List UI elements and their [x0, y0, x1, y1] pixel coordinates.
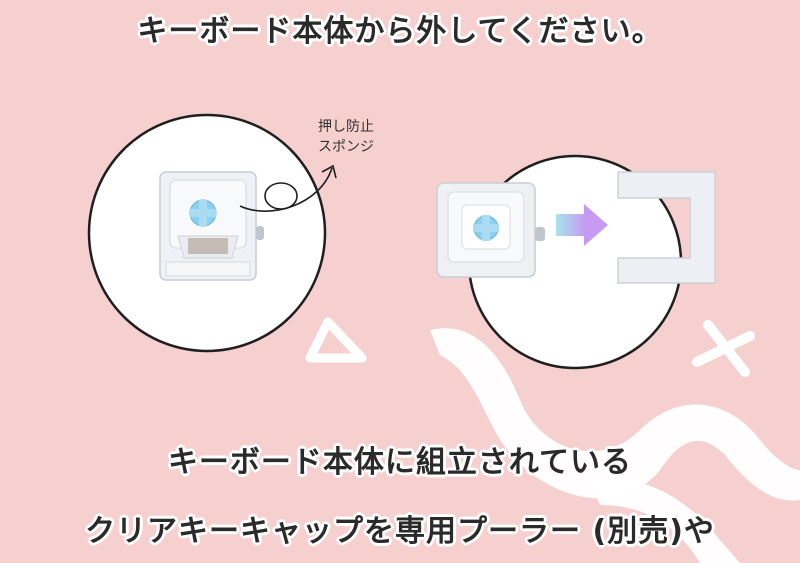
sponge-label-line2: スポンジ — [318, 139, 374, 155]
sponge-label-line1: 押し防止 — [318, 119, 374, 135]
triangle-decoration — [305, 317, 367, 363]
sponge-label: 押し防止 スポンジ — [318, 117, 374, 157]
wave-ribbon-lower — [590, 478, 740, 563]
sponge-pointer — [239, 164, 337, 212]
clear-keycap — [436, 182, 545, 278]
page-heading: キーボード本体から外してください。 — [137, 14, 663, 49]
caption-line-1: キーボード本体に組立されている — [167, 445, 633, 480]
arrow-icon — [556, 204, 608, 246]
caption-line-2: クリアキーキャップを専用プーラー (別売)や — [85, 514, 715, 549]
wave-ribbon — [430, 328, 800, 501]
u-shaped-sponge — [617, 171, 716, 284]
keycap-with-sponge — [159, 171, 264, 281]
cross-decoration — [692, 320, 755, 377]
